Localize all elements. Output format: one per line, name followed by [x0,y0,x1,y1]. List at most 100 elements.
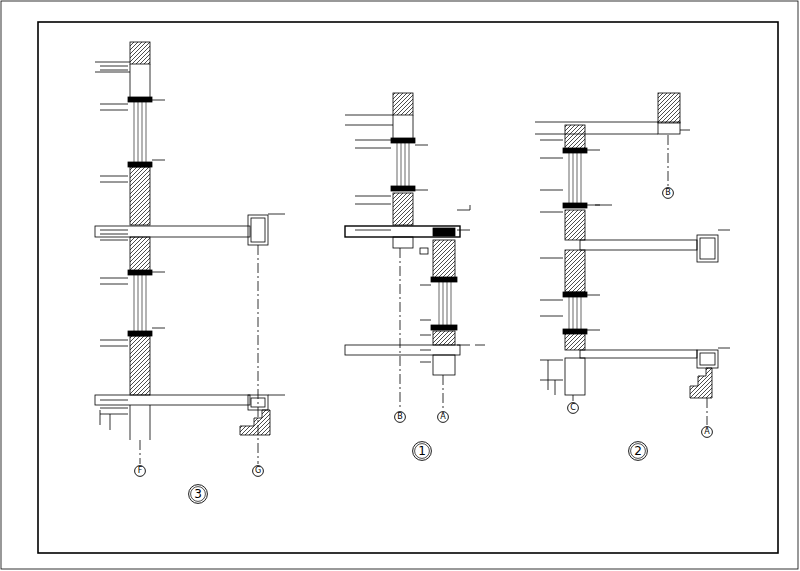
leader-line [535,134,658,135]
sill-bar [563,203,587,208]
leader-line [100,346,128,347]
outline-rect [345,226,460,237]
leader-line [475,345,485,346]
leader-line [555,380,556,395]
leader-line [680,130,690,131]
leader-line [152,328,165,329]
leader-line [355,204,391,205]
leader-line [577,295,578,330]
leader-line [268,214,285,215]
axis-line [668,135,669,186]
leader-line [420,335,431,336]
axis-bubble: B [662,187,674,199]
section-number: 3 [188,484,208,504]
outline-rect [565,358,585,395]
leader-line [540,380,563,381]
leader-line [100,234,128,235]
leader-line [130,405,131,440]
hatched-wall [658,93,680,123]
leader-line [345,125,393,126]
hatched-wall [393,93,413,115]
leader-line [587,330,600,331]
leader-line [420,320,431,321]
leader-line [152,100,165,101]
leader-line [100,340,128,341]
axis-line [140,440,141,464]
outline-rect [420,248,428,254]
leader-line [420,362,431,363]
leader-line [581,150,582,205]
hatched-wall [433,240,455,280]
outline-rect [700,353,715,365]
leader-line [100,70,128,71]
leader-line [134,100,135,165]
leader-line [573,150,574,205]
leader-line [146,100,147,165]
inner-frame [38,22,778,553]
leader-line [345,115,393,116]
leader-line [540,140,563,141]
leader-line [138,272,139,335]
leader-line [470,205,471,210]
axis-bubble: C [567,402,579,414]
leader-line [393,115,394,140]
hatched-wall [433,331,455,345]
leader-line [569,150,570,205]
leader-line [100,410,101,425]
axis-bubble: A [437,411,449,423]
sill-bar [391,186,415,191]
leader-line [142,100,143,165]
leader-line [100,278,128,279]
leader-line [355,148,391,149]
axis-bubble: B [394,411,406,423]
leader-line [100,400,128,401]
leader-line [150,64,151,100]
hatched-wall [565,333,585,350]
sill-bar [128,97,152,102]
leader-line [355,196,391,197]
sill-bar [563,148,587,153]
leader-line [100,284,128,285]
leader-line [573,295,574,330]
section-number: 2 [628,441,648,461]
hatched-wall [130,42,150,64]
axis-letter: A [440,413,445,421]
leader-line [268,395,285,396]
axis-bubble: G [252,465,264,477]
sill-bar [391,138,415,143]
leader-line [443,280,444,328]
leader-line [415,190,428,191]
axis-letter: F [138,467,143,475]
outline-rect [433,355,455,375]
leader-line [540,190,563,191]
leader-line [95,72,130,73]
section-digit: 1 [418,445,426,457]
leader-line [100,104,128,105]
section-digit: 2 [634,445,642,457]
axis-letter: G [255,467,261,475]
stair-hatch [690,368,712,398]
leader-line [420,350,431,351]
leader-line [110,414,111,430]
hatched-wall [393,193,413,225]
hatched-wall [130,167,150,225]
outline-rect [95,226,250,237]
leader-line [134,272,135,335]
sill-bar [128,270,152,275]
section-digit: 3 [194,488,202,500]
leader-line [548,360,549,390]
outline-rect [700,238,715,259]
leader-line [535,122,658,123]
hatched-wall [130,336,150,395]
axis-bubble: A [701,426,713,438]
leader-line [152,160,165,161]
leader-line [457,345,470,346]
leader-line [457,230,470,231]
leader-line [718,348,730,349]
leader-line [569,295,570,330]
leader-line [420,285,431,286]
leader-line [540,212,563,213]
leader-line [397,140,398,188]
leader-line [587,295,600,296]
outline-rect [95,395,250,405]
